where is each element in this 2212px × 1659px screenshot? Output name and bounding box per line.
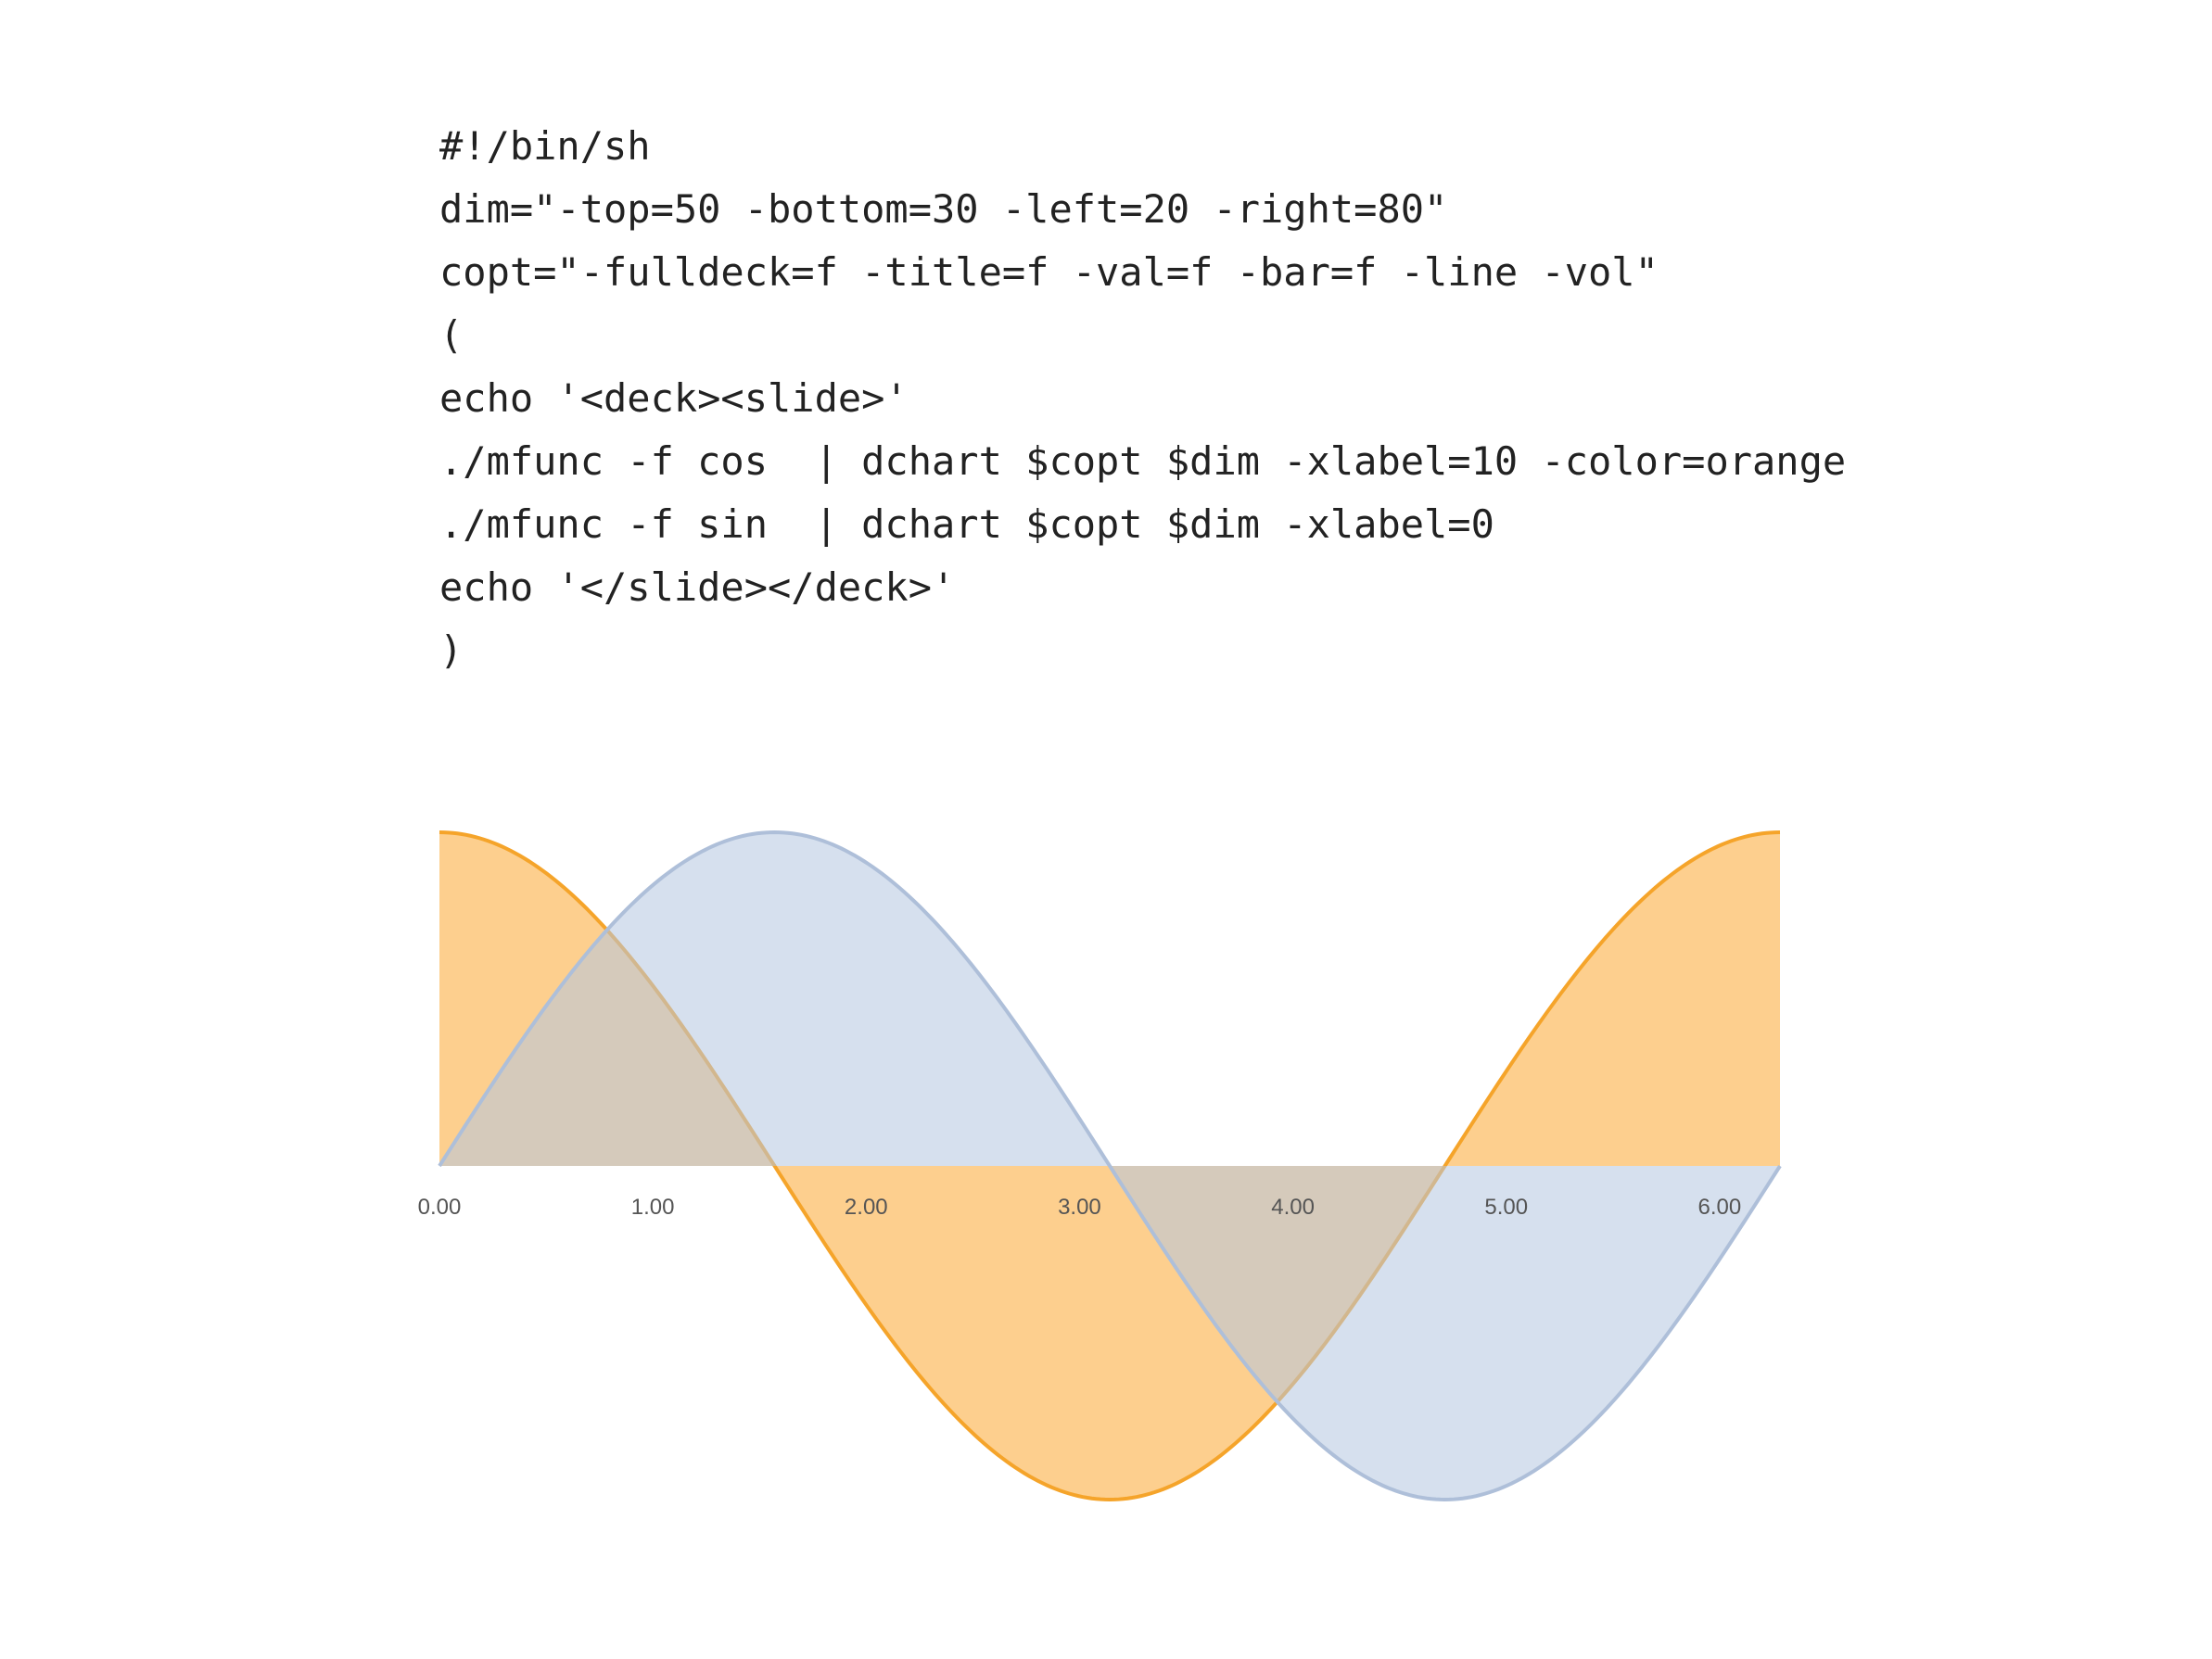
- x-tick-label: 5.00: [1484, 1195, 1528, 1220]
- x-tick-label: 2.00: [845, 1195, 888, 1220]
- x-axis-ticks: 0.00 1.00 2.00 3.00 4.00 5.00 6.00: [418, 1195, 1742, 1220]
- code-line: echo '</slide></deck>': [439, 564, 956, 610]
- code-listing: #!/bin/sh dim="-top=50 -bottom=30 -left=2…: [439, 115, 1846, 682]
- code-line: ./mfunc -f sin | dchart $copt $dim -xlab…: [439, 501, 1494, 547]
- series-layer: [438, 830, 1782, 1502]
- x-tick-label: 6.00: [1698, 1195, 1742, 1220]
- x-tick-label: 3.00: [1058, 1195, 1101, 1220]
- code-line: dim="-top=50 -bottom=30 -left=20 -right=…: [439, 186, 1448, 232]
- code-line: ./mfunc -f cos | dchart $copt $dim -xlab…: [439, 438, 1847, 484]
- code-line: #!/bin/sh: [439, 123, 651, 169]
- x-tick-label: 1.00: [631, 1195, 675, 1220]
- code-line: echo '<deck><slide>': [439, 375, 909, 421]
- x-tick-label: 4.00: [1271, 1195, 1315, 1220]
- code-line: copt="-fulldeck=f -title=f -val=f -bar=f…: [439, 249, 1659, 295]
- code-line: ): [439, 627, 464, 673]
- code-line: (: [439, 312, 464, 358]
- sin-line: [438, 830, 1782, 1502]
- x-tick-label: 0.00: [418, 1195, 462, 1220]
